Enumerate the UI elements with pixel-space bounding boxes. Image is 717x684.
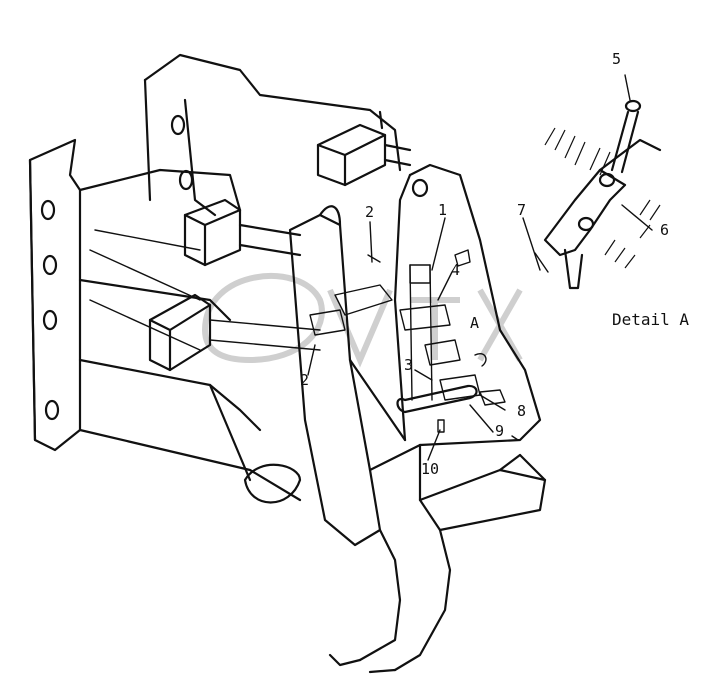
- callout-10: 10: [421, 460, 440, 478]
- lock-linkage: [309, 249, 519, 441]
- callout-2-lower: 2: [300, 371, 310, 389]
- callout-9: 9: [495, 422, 505, 440]
- carrier-plate: [288, 163, 542, 547]
- callout-3: 3: [404, 356, 414, 374]
- detail-a-label: Detail A: [612, 310, 690, 329]
- callout-2-upper: 2: [365, 203, 375, 221]
- left-mounting-plate: [28, 138, 302, 502]
- callout-1: 1: [438, 201, 448, 219]
- callout-6: 6: [660, 221, 670, 239]
- callout-8: 8: [517, 402, 527, 420]
- leader-lines: [307, 74, 653, 461]
- detail-a-inset: [534, 99, 662, 290]
- middle-pin-block: [183, 198, 302, 267]
- ripper-shank: [328, 443, 547, 674]
- lower-left-block: [148, 293, 321, 372]
- upper-pin-block: [316, 110, 412, 187]
- main-frame: [78, 53, 402, 504]
- callout-4: 4: [451, 261, 461, 279]
- callout-7: 7: [517, 201, 527, 219]
- callout-5: 5: [612, 50, 622, 68]
- callout-a: A: [470, 314, 480, 332]
